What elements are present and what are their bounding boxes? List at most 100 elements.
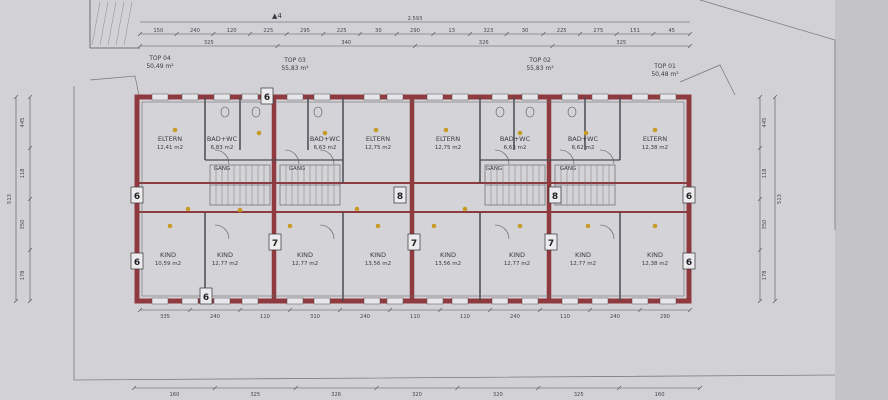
stairs [209,164,616,206]
window [151,297,169,305]
dim-tick [757,94,763,100]
dim-value: 178 [762,271,768,281]
hatched-area [91,1,133,46]
unit-area: 50,49 m² [146,63,174,70]
unit-label: TOP 01 [653,63,676,70]
dim-tick [757,145,763,151]
window [241,93,259,101]
dim-value: 350 [20,220,26,230]
path-line [679,64,736,96]
room-name: KIND [370,251,386,259]
window [426,297,444,305]
dim-tick [27,94,33,100]
paper-edge-shadow [835,0,888,400]
dim-value: 326 [331,392,341,398]
fixture-dot [652,127,658,133]
dim-tick [757,298,763,304]
room-name: BAD+WC [207,135,238,143]
dim-value: 513 [7,194,13,204]
dim-tick [550,43,555,49]
room-name: KIND [440,251,456,259]
dimension-chains [13,21,778,391]
fixture-dot [167,223,173,229]
dim-tick [275,43,280,49]
dim-value: 225 [557,28,567,34]
unit-area: 55,83 m² [281,65,309,72]
room-area: 12,77 m2 [504,261,530,267]
dim-tick [772,94,778,100]
dim-value: 151 [630,28,640,34]
tag-box [130,252,144,270]
fixture-dot [373,127,379,133]
room-area: 12,38 m2 [642,261,668,267]
window [213,297,231,305]
tag-box [682,252,696,270]
tag-number: 8 [552,192,558,202]
window [521,93,539,101]
dim-tick [467,31,473,37]
window [363,93,381,101]
dim-value: 325 [616,40,626,46]
toilet [525,106,535,118]
unit-area: 55,83 m² [526,65,554,72]
window [241,297,259,305]
fixture-dot [256,130,262,136]
dim-tick [387,307,393,313]
tag-number: 7 [411,239,417,249]
dim-value: 110 [560,314,570,320]
dim-tick [487,307,493,313]
fixture-dot [583,130,589,136]
room-area: 6,62 m2 [572,145,595,151]
dim-value: 320 [412,392,422,398]
door-swing [284,149,300,165]
dim-tick [431,31,436,37]
window [286,297,304,305]
dim-value: 290 [410,28,420,34]
fixture-dot [431,223,437,229]
toilet [567,106,577,118]
room-name: KIND [217,251,233,259]
room-area: 10,59 m2 [155,261,181,267]
dim-value: 350 [762,220,768,230]
dim-value: 325 [574,392,584,398]
dim-tick [757,247,763,253]
room-area: 12,77 m2 [570,261,596,267]
dim-value: 110 [260,314,270,320]
dim-tick [174,31,179,37]
fixture-dot [172,127,178,133]
dim-value: 445 [762,118,768,128]
room-name: ELTERN [366,135,390,143]
dim-overall: 2.593 [408,16,423,22]
fixture-dot [652,223,658,229]
door-swing [319,224,335,240]
gang-label: GANG [486,166,502,172]
dim-tick [13,94,19,100]
dim-tick [131,385,137,391]
room-area: 6,83 m2 [211,145,234,151]
fixture-dot [237,207,243,213]
tag-box [544,233,558,251]
dim-tick [687,307,693,313]
door-swing [494,224,510,240]
tag-number: 8 [397,192,403,202]
window [451,93,469,101]
room-name: KIND [509,251,525,259]
dim-tick [455,385,460,391]
dim-value: 240 [190,28,200,34]
dim-value: 160 [169,392,179,398]
north-arrow-label: ▲4 [272,12,282,20]
dim-tick [541,31,546,37]
window [451,297,469,305]
unit-label: TOP 02 [528,57,551,64]
door-swing [599,149,615,165]
dim-value: 295 [300,28,310,34]
tag-box [268,233,282,251]
room-area: 13,56 m2 [435,261,461,267]
dim-tick [687,31,693,37]
dim-value: 335 [160,314,170,320]
dim-tick [284,31,289,37]
dim-tick [394,31,399,37]
door-swing [599,224,615,240]
gang-label: GANG [560,166,576,172]
